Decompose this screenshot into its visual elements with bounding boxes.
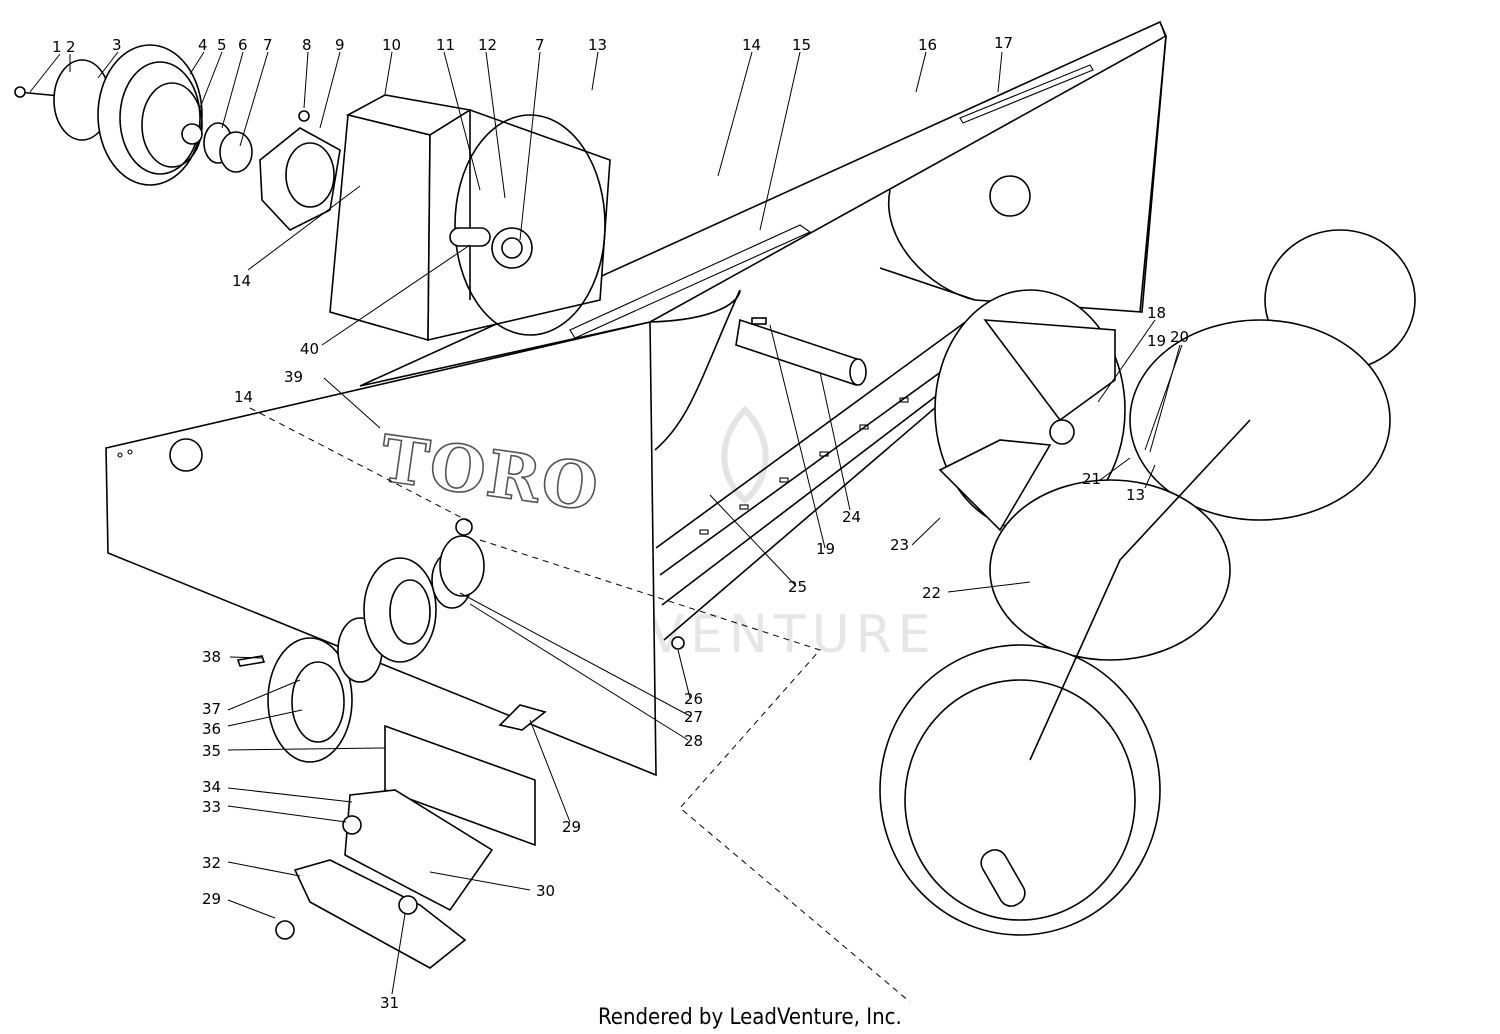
- part-label: 9: [335, 36, 345, 54]
- part-label: 18: [1147, 304, 1166, 322]
- part-label: 15: [792, 36, 811, 54]
- part-label: 29: [202, 890, 221, 908]
- pulley-assembly: [14, 44, 341, 231]
- part-label: 14: [742, 36, 761, 54]
- auger-spiral: [879, 229, 1416, 936]
- part-label: 27: [684, 708, 703, 726]
- part-label: 19: [1147, 332, 1166, 350]
- part-label: 24: [842, 508, 861, 526]
- part-label: 40: [300, 340, 319, 358]
- part-label: 7: [263, 36, 273, 54]
- part-label: 14: [232, 272, 251, 290]
- part-label: 20: [1170, 328, 1189, 346]
- part-labels: 1 2 3 4 5 6 7 8 9 10 11 12 7 13 14 15 16…: [52, 34, 1189, 1012]
- part-label: 28: [684, 732, 703, 750]
- part-label: 31: [380, 994, 399, 1012]
- part-label: 39: [284, 368, 303, 386]
- part-label: 35: [202, 742, 221, 760]
- part-label: 17: [994, 34, 1013, 52]
- part-label: 2: [66, 38, 76, 56]
- part-label: 38: [202, 648, 221, 666]
- part-label: 21: [1082, 470, 1101, 488]
- footer-credit: Rendered by LeadVenture, Inc.: [598, 1005, 902, 1030]
- part-label: 13: [1126, 486, 1145, 504]
- part-label: 10: [382, 36, 401, 54]
- part-label: 30: [536, 882, 555, 900]
- part-label: 32: [202, 854, 221, 872]
- part-label: 3: [112, 36, 122, 54]
- part-label: 11: [436, 36, 455, 54]
- bearing-flanges: [236, 518, 685, 763]
- impeller: [934, 289, 1126, 532]
- skid-shoe: [275, 704, 547, 969]
- part-label: 25: [788, 578, 807, 596]
- part-label: 33: [202, 798, 221, 816]
- part-label: 23: [890, 536, 909, 554]
- part-label: 16: [918, 36, 937, 54]
- part-label: 6: [238, 36, 248, 54]
- part-label: 19: [816, 540, 835, 558]
- part-label: 22: [922, 584, 941, 602]
- drive-shaft: [735, 317, 867, 387]
- part-label: 12: [478, 36, 497, 54]
- part-label: 37: [202, 700, 221, 718]
- part-label: 34: [202, 778, 221, 796]
- part-label: 29: [562, 818, 581, 836]
- part-label: 7: [535, 36, 545, 54]
- gear-case: [329, 94, 611, 342]
- part-label: 5: [217, 36, 227, 54]
- part-label: 1: [52, 38, 62, 56]
- assembly-lines: [249, 407, 911, 1003]
- part-label: 4: [198, 36, 208, 54]
- part-label: 36: [202, 720, 221, 738]
- part-label: 8: [302, 36, 312, 54]
- part-label: 26: [684, 690, 703, 708]
- part-label: 14: [234, 388, 253, 406]
- leader-lines: [29, 51, 1183, 995]
- part-label: 13: [588, 36, 607, 54]
